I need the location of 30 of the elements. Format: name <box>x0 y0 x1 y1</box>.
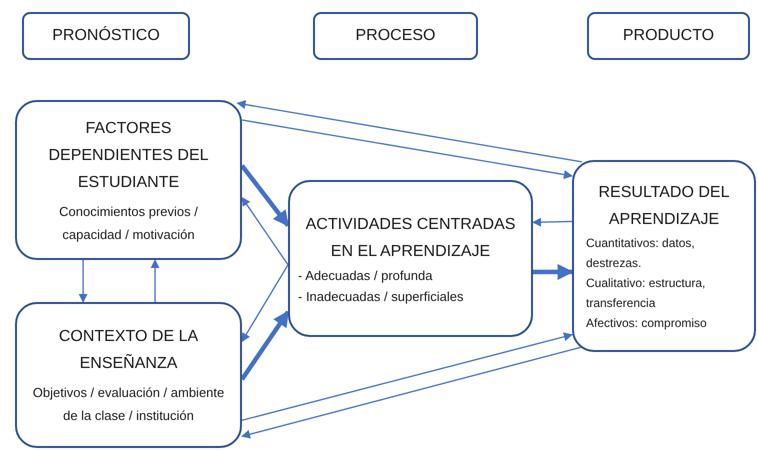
box-text: Objetivos / evaluación / ambiente de la clase / institución <box>32 384 226 425</box>
arrow <box>240 164 290 227</box>
process-box <box>572 160 756 352</box>
stage-box: PRONÓSTICO <box>22 12 190 60</box>
arrow <box>78 260 88 303</box>
box-heading: CONTEXTO DE LA ENSEÑANZA <box>58 327 200 374</box>
arrow <box>241 196 289 266</box>
list-item: - Inadecuadas / superficiales <box>298 288 464 306</box>
box-text: Cualitativo: estructura, transferencia <box>586 275 706 312</box>
stage-box: PROCESO <box>313 12 478 60</box>
box-heading: FACTORES DEPENDIENTES DEL ESTUDIANTE <box>47 118 210 192</box>
box-heading: ACTIVIDADES CENTRADAS EN EL APRENDIZAJE <box>304 214 516 262</box>
box-text: Cuantitativos: datos, destrezas. <box>586 235 696 272</box>
arrow <box>532 218 572 227</box>
arrow <box>241 264 289 342</box>
arrow <box>150 259 160 302</box>
list-item: - Adecuadas / profunda <box>298 266 432 285</box>
stage-box: PRODUCTO <box>587 12 750 60</box>
arrow <box>241 346 582 439</box>
box-heading: RESULTADO DEL APRENDIZAJE <box>598 183 730 230</box>
process-box <box>15 100 242 260</box>
box-text: Afectivos: compromiso <box>586 315 707 332</box>
box-text: Conocimientos previos / capacidad / motivación <box>58 202 199 244</box>
arrow <box>240 310 290 381</box>
process-box <box>288 180 533 337</box>
process-box <box>15 302 242 448</box>
arrow <box>236 100 582 163</box>
arrow <box>242 332 573 421</box>
arrow <box>533 264 574 280</box>
arrow <box>242 119 573 180</box>
